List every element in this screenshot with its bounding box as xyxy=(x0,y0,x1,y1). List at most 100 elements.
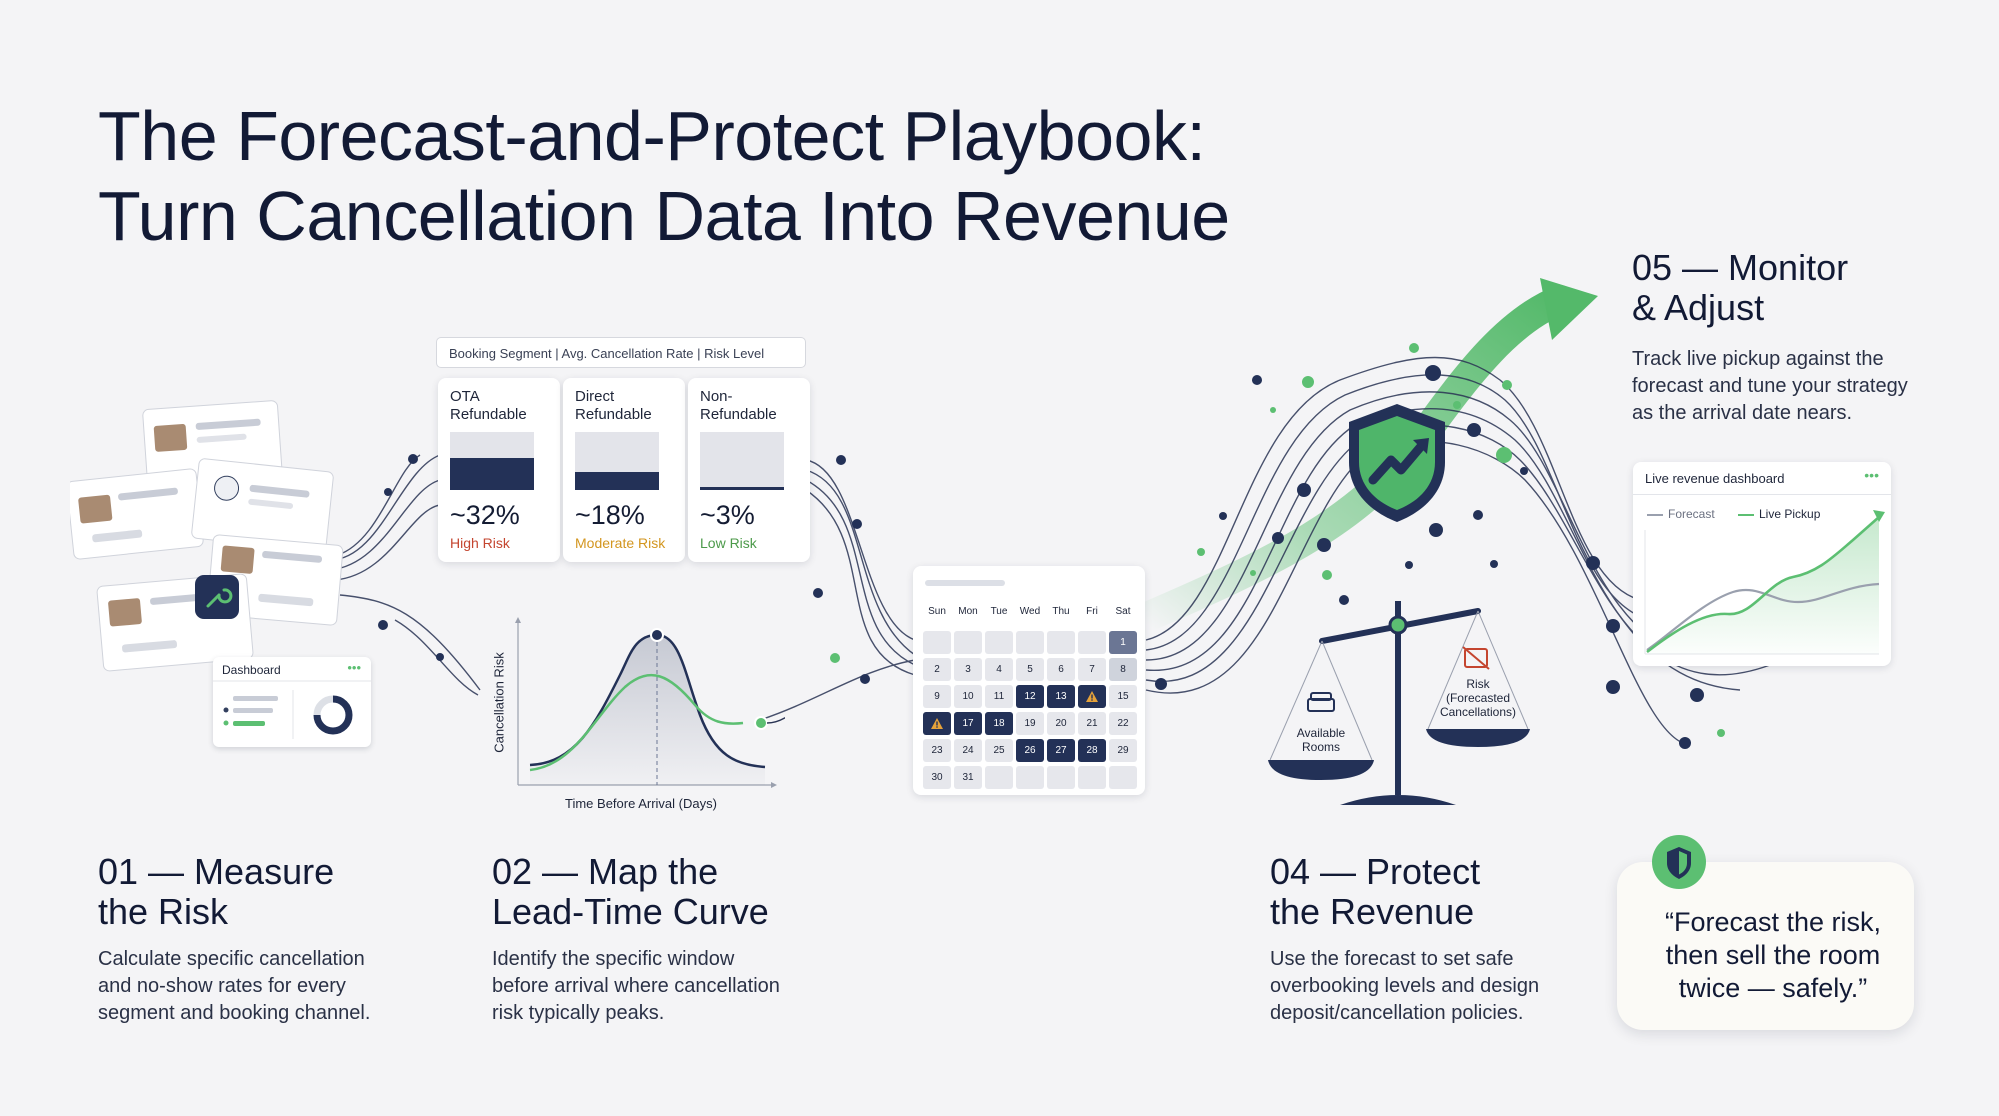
segment-risk-level: Moderate Risk xyxy=(575,535,666,551)
upward-arrow-icon xyxy=(1540,278,1598,340)
segment-risk-level: Low Risk xyxy=(700,535,757,551)
live-pickup-line xyxy=(1646,516,1880,654)
step-02-desc-line1: Identify the specific window xyxy=(492,948,735,970)
calendar-empty-cell xyxy=(1109,766,1137,789)
calendar-day[interactable]: 7 xyxy=(1078,658,1106,681)
calendar-day[interactable]: 19 xyxy=(1016,712,1044,735)
segment-rate-fill xyxy=(575,472,659,490)
step-05-title-line1: 05 — Monitor xyxy=(1632,247,1849,288)
calendar-day-warning[interactable] xyxy=(1078,685,1106,708)
dashboard-menu-icon[interactable]: ••• xyxy=(1864,467,1879,483)
live-pickup-area xyxy=(1647,517,1879,654)
calendar-day-high-risk[interactable]: 28 xyxy=(1078,739,1106,762)
calendar-day-selected[interactable]: 1 xyxy=(1109,631,1137,654)
calendar-day-high-risk[interactable]: 27 xyxy=(1047,739,1075,762)
calendar-empty-cell xyxy=(1016,766,1044,789)
legend-forecast: Forecast xyxy=(1647,507,1715,521)
segment-name-line2: Refundable xyxy=(450,406,527,423)
warning-icon xyxy=(931,718,943,729)
calendar-day[interactable]: 8 xyxy=(1109,658,1137,681)
step-04-title-line1: 04 — Protect xyxy=(1270,851,1481,892)
calendar-empty-cell xyxy=(985,766,1013,789)
calendar-day-header: Mon xyxy=(958,606,978,617)
calendar-day[interactable]: 20 xyxy=(1047,712,1075,735)
calendar-day-high-risk[interactable]: 17 xyxy=(954,712,982,735)
calendar-day[interactable]: 10 xyxy=(954,685,982,708)
calendar-day-high-risk[interactable]: 13 xyxy=(1047,685,1075,708)
quote-card: “Forecast the risk, then sell the room t… xyxy=(1617,835,1914,1030)
segment-rate-fill xyxy=(700,487,784,490)
step-02-description: Identify the specific window before arriv… xyxy=(492,946,852,1027)
calendar-day[interactable]: 21 xyxy=(1078,712,1106,735)
calendar-day-header: Wed xyxy=(1019,606,1041,617)
dashboard-divider xyxy=(1633,494,1891,495)
segment-rate: ~3% xyxy=(700,500,755,530)
calendar-day-high-risk[interactable]: 26 xyxy=(1016,739,1044,762)
segment-table-header: Booking Segment | Avg. Cancellation Rate… xyxy=(436,337,806,368)
step-05-desc-line1: Track live pickup against the xyxy=(1632,348,1884,370)
calendar-empty-cell xyxy=(923,631,951,654)
segment-name-line1: Non- xyxy=(700,388,733,405)
calendar-empty-cell xyxy=(985,631,1013,654)
calendar-day[interactable]: 2 xyxy=(923,658,951,681)
segment-name-line2: Refundable xyxy=(575,406,652,423)
calendar-day[interactable]: 6 xyxy=(1047,658,1075,681)
step-02-desc-line2: before arrival where cancellation xyxy=(492,975,780,997)
dashboard-title: Live revenue dashboard xyxy=(1645,471,1785,486)
calendar-day[interactable]: 3 xyxy=(954,658,982,681)
segment-card-nonrefundable[interactable]: Non-Refundable ~3% Low Risk xyxy=(688,378,810,562)
step-04-desc-line1: Use the forecast to set safe xyxy=(1270,948,1514,970)
calendar-day[interactable]: 29 xyxy=(1109,739,1137,762)
calendar-empty-cell xyxy=(1016,631,1044,654)
calendar-day[interactable]: 4 xyxy=(985,658,1013,681)
segment-rate-fill xyxy=(450,458,534,490)
calendar-day[interactable]: 15 xyxy=(1109,685,1137,708)
calendar-day[interactable]: 30 xyxy=(923,766,951,789)
calendar-day[interactable]: 9 xyxy=(923,685,951,708)
mini-dashboard-graphics xyxy=(213,680,371,739)
step-01-title-line2: the Risk xyxy=(98,891,229,932)
step-02-title-line2: Lead-Time Curve xyxy=(492,891,769,932)
step-01-desc-line2: and no-show rates for every xyxy=(98,975,346,997)
calendar-day-high-risk[interactable]: 12 xyxy=(1016,685,1044,708)
segment-rate-bar xyxy=(700,432,784,490)
step-01-title-line1: 01 — Measure xyxy=(98,851,335,892)
lead-chart-xlabel: Time Before Arrival (Days) xyxy=(565,796,717,811)
scale-left-line2: Rooms xyxy=(1301,740,1340,754)
calendar-day-high-risk[interactable]: 18 xyxy=(985,712,1013,735)
segment-name-line1: OTA xyxy=(450,388,480,405)
calendar-day[interactable]: 11 xyxy=(985,685,1013,708)
forecast-line xyxy=(1646,582,1880,651)
segment-rate-bar xyxy=(450,432,534,490)
mini-dashboard-menu-icon[interactable]: ••• xyxy=(347,660,361,675)
calendar-empty-cell xyxy=(1047,631,1075,654)
calendar-day[interactable]: 24 xyxy=(954,739,982,762)
calendar-day[interactable]: 22 xyxy=(1109,712,1137,735)
calendar-day[interactable]: 31 xyxy=(954,766,982,789)
dashboard-chart xyxy=(1644,510,1885,655)
legend-pickup-swatch xyxy=(1738,513,1754,516)
quote-line1: “Forecast the risk, xyxy=(1664,907,1882,937)
calendar-day-high-risk[interactable] xyxy=(923,712,951,735)
calendar-day[interactable]: 25 xyxy=(985,739,1013,762)
cancel-booking-icon xyxy=(1462,646,1490,670)
quote-line2: then sell the room xyxy=(1665,940,1881,970)
scale-right-line2: (Forecasted xyxy=(1445,691,1511,705)
calendar-day[interactable]: 5 xyxy=(1016,658,1044,681)
segment-name: Non-Refundable xyxy=(700,388,777,424)
live-revenue-dashboard[interactable]: Live revenue dashboard ••• Forecast Live… xyxy=(1633,462,1891,666)
calendar-day[interactable]: 23 xyxy=(923,739,951,762)
